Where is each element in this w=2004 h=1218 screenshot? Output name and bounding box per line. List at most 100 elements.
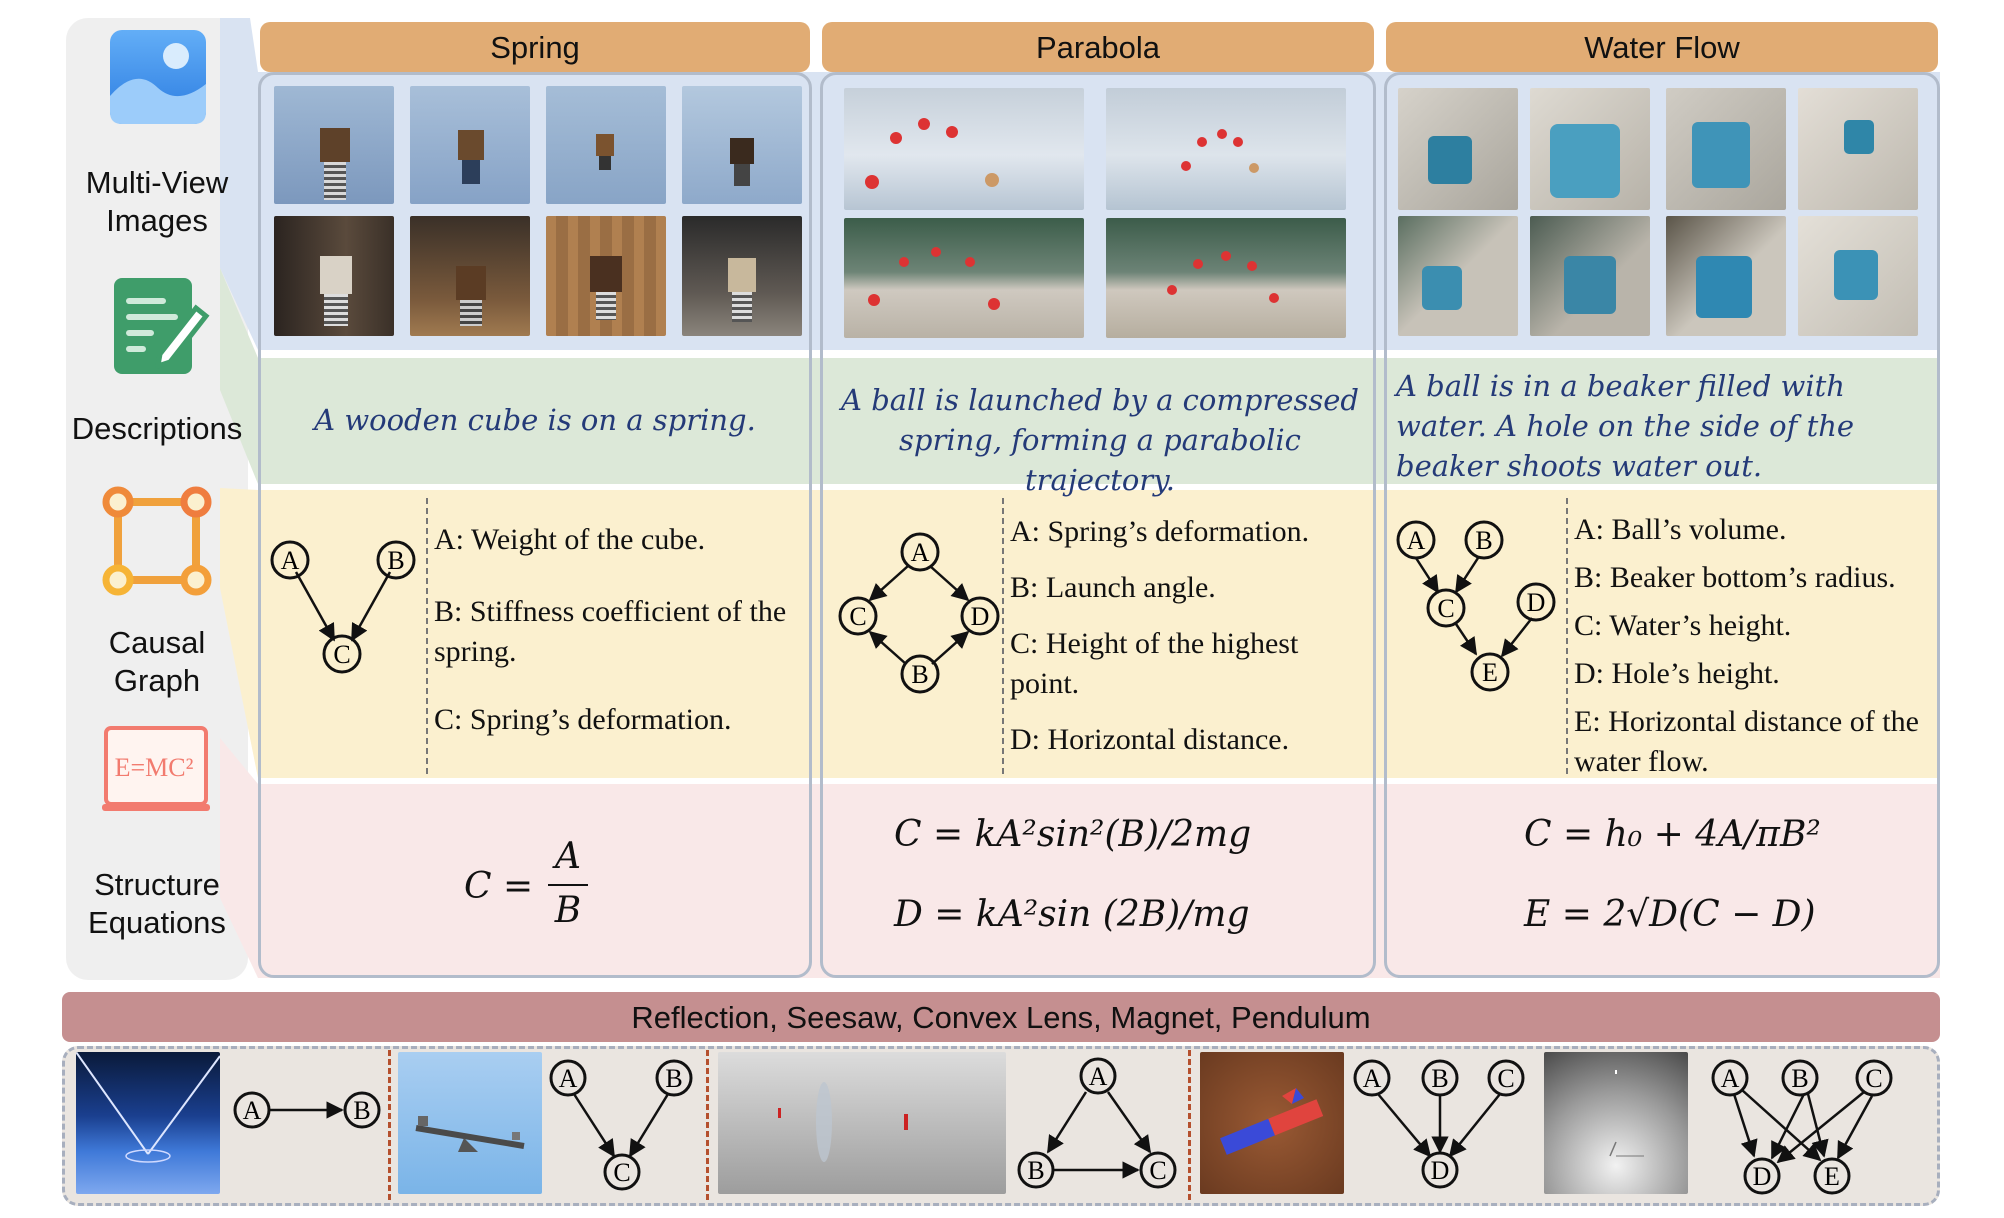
parabola-view-4 [1106, 218, 1346, 338]
node-d: D [1743, 1157, 1781, 1195]
variable-item: B: Beaker bottom’s radius. [1574, 561, 1896, 594]
causal-graph-reflection: A B [233, 1091, 381, 1129]
spring-view-2 [410, 86, 530, 204]
node-e: E [1813, 1157, 1851, 1195]
equation-parabola-c: C = kA²sin²(B)/2mg [894, 814, 1252, 855]
svg-text:B: B [1431, 1064, 1448, 1093]
document-edit-icon [114, 278, 210, 374]
example-separator [706, 1050, 709, 1200]
column-parabola [820, 72, 1376, 978]
description-spring: A wooden cube is on a spring. [314, 403, 756, 437]
water-view-6 [1530, 216, 1650, 336]
spring-view-3 [546, 86, 666, 204]
causal-graph-parabola: A B C D [838, 532, 1000, 694]
causal-graph-pendulum: A B C D E [1711, 1059, 1893, 1195]
legend-label-images: Multi-View Images [85, 165, 229, 238]
edge-b-c [350, 571, 392, 642]
svg-text:E: E [1482, 658, 1498, 687]
svg-text:C: C [1437, 594, 1454, 623]
svg-text:A: A [559, 1064, 578, 1093]
node-b: B [1017, 1151, 1055, 1189]
variable-item: B: Launch angle. [1010, 571, 1216, 604]
equation-lhs: C = [464, 866, 534, 907]
equation-water-e: E = 2√D(C − D) [1524, 894, 1816, 935]
description-parabola: A ball is launched by a compressed sprin… [841, 383, 1359, 497]
legend-label-descriptions: Descriptions [71, 411, 243, 446]
variable-item: E: Horizontal distance of the water flow… [1574, 705, 1919, 778]
images-band [258, 72, 1940, 350]
svg-text:B: B [1475, 526, 1492, 555]
convex-lens-image [718, 1052, 1006, 1194]
svg-text:D: D [1527, 588, 1546, 617]
graph-square-icon [102, 486, 212, 596]
svg-text:B: B [387, 546, 404, 575]
variable-item: C: Spring’s deformation. [434, 703, 732, 736]
column-header-spring: Spring [260, 22, 810, 72]
spring-view-8 [682, 216, 802, 336]
svg-text:A: A [243, 1096, 262, 1125]
descriptions-band [258, 358, 1940, 484]
magnet-image [1200, 1052, 1344, 1194]
svg-text:C: C [1497, 1064, 1514, 1093]
svg-text:C: C [849, 602, 866, 631]
water-view-3 [1666, 88, 1786, 210]
node-a: A [1353, 1059, 1391, 1097]
node-b: B [900, 654, 940, 694]
variable-item: D: Hole’s height. [1574, 657, 1780, 690]
node-c: C [1855, 1059, 1893, 1097]
variable-item: B: Stiffness coefficient of the spring. [434, 595, 787, 668]
column-header-water-flow: Water Flow [1386, 22, 1938, 72]
variables-water-flow: A: Ball’s volume. B: Beaker bottom’s rad… [1574, 510, 1940, 782]
equation-numerator: A [555, 836, 581, 877]
svg-text:A: A [1363, 1064, 1382, 1093]
variable-item: D: Horizontal distance. [1010, 723, 1290, 756]
water-view-2 [1530, 88, 1650, 210]
node-c: C [603, 1153, 641, 1191]
spring-view-5 [274, 216, 394, 336]
legend-connectors [220, 18, 258, 978]
edge-a-c [294, 571, 336, 642]
node-c: C [838, 596, 878, 636]
water-view-4 [1798, 88, 1918, 210]
causal-graph-magnet: A B C D [1353, 1059, 1525, 1189]
variable-item: A: Spring’s deformation. [1010, 515, 1310, 548]
equations-band [258, 784, 1940, 978]
svg-text:C: C [1149, 1156, 1166, 1185]
graph-divider-water-flow [1566, 498, 1568, 774]
svg-text:D: D [1431, 1156, 1450, 1185]
parabola-view-1 [844, 88, 1084, 210]
node-a: A [549, 1059, 587, 1097]
image-icon [110, 30, 206, 124]
variable-item: C: Water’s height. [1574, 609, 1792, 642]
svg-text:B: B [911, 660, 928, 689]
node-a: A [270, 540, 310, 580]
variable-item: A: Ball’s volume. [1574, 513, 1787, 546]
node-c: C [1139, 1151, 1177, 1189]
svg-text:C: C [613, 1158, 630, 1187]
equation-parabola-d: D = kA²sin (2B)/mg [894, 894, 1250, 935]
variables-spring: A: Weight of the cube. B: Stiffness coef… [434, 520, 794, 740]
reflection-image [76, 1052, 220, 1194]
causal-graph-seesaw: A B C [549, 1059, 693, 1191]
column-header-parabola: Parabola [822, 22, 1374, 72]
water-view-1 [1398, 88, 1518, 210]
node-b: B [1781, 1059, 1819, 1097]
column-spring [258, 72, 812, 978]
node-c: C [1487, 1059, 1525, 1097]
node-d: D [1516, 582, 1556, 622]
node-a: A [1396, 520, 1436, 560]
svg-text:E: E [1824, 1162, 1840, 1191]
node-d: D [960, 596, 1000, 636]
equation-board-icon: E=MC² [102, 726, 210, 811]
node-c: C [322, 634, 362, 674]
svg-text:B: B [1791, 1064, 1808, 1093]
node-b: B [376, 540, 416, 580]
svg-text:A: A [911, 538, 930, 567]
svg-text:C: C [1865, 1064, 1882, 1093]
causal-graph-band [258, 490, 1940, 778]
svg-text:B: B [665, 1064, 682, 1093]
svg-text:D: D [1753, 1162, 1772, 1191]
column-water-flow [1384, 72, 1940, 978]
graph-divider-spring [426, 498, 428, 774]
variable-item: A: Weight of the cube. [434, 523, 706, 556]
